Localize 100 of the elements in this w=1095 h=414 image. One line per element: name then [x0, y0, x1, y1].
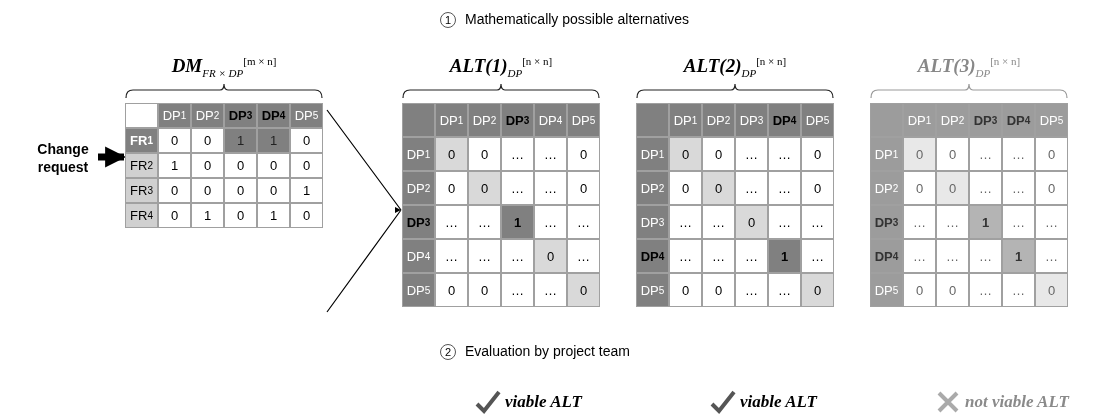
matrix-entry: … [735, 273, 768, 307]
matrix-entry: … [567, 205, 600, 239]
matrix-entry: … [435, 239, 468, 273]
matrix-entry: … [735, 171, 768, 205]
matrix-entry: 0 [290, 128, 323, 153]
matrix-entry: 0 [158, 178, 191, 203]
matrix-entry: 0 [191, 153, 224, 178]
matrix-entry: … [735, 137, 768, 171]
matrix-entry: … [936, 205, 969, 239]
matrix-entry: 0 [191, 128, 224, 153]
matrix-entry: … [567, 239, 600, 273]
matrix-entry: … [1002, 273, 1035, 307]
matrix-entry: … [735, 239, 768, 273]
matrix-entry: 0 [290, 153, 323, 178]
matrix-entry: 1 [257, 128, 290, 153]
matrix-entry: 0 [567, 137, 600, 171]
matrix-entry: 0 [1035, 171, 1068, 205]
matrix-entry: 1 [501, 205, 534, 239]
matrix-entry: … [534, 205, 567, 239]
matrix-entry: … [969, 239, 1002, 273]
chevron-arrow [326, 109, 402, 313]
matrix-entry: 0 [191, 178, 224, 203]
matrix-entry: 1 [768, 239, 801, 273]
matrix-entry: 0 [567, 171, 600, 205]
matrix-entry: 0 [669, 273, 702, 307]
matrix-entry: 0 [702, 137, 735, 171]
matrix-entry: … [534, 137, 567, 171]
matrix-entry: 0 [468, 171, 501, 205]
matrix-entry: 0 [903, 171, 936, 205]
matrix-entry: 1 [1002, 239, 1035, 273]
matrix-entry: 1 [158, 153, 191, 178]
matrix-entry: … [1002, 171, 1035, 205]
matrix-entry: … [702, 239, 735, 273]
matrix-entry: … [501, 137, 534, 171]
matrix-entry: … [534, 171, 567, 205]
matrix-entry: 0 [224, 203, 257, 228]
matrix-entry: 0 [801, 137, 834, 171]
matrix-entry: … [1002, 137, 1035, 171]
matrix-entry: 0 [936, 273, 969, 307]
matrix-entry: 1 [224, 128, 257, 153]
matrix-entry: … [969, 273, 1002, 307]
matrix-entry: 0 [224, 178, 257, 203]
matrix-entry: … [801, 239, 834, 273]
matrix-entry: … [669, 239, 702, 273]
matrix-entry: 0 [735, 205, 768, 239]
matrix-entry: 0 [435, 137, 468, 171]
matrix-entry: 0 [435, 171, 468, 205]
matrix-entry: … [669, 205, 702, 239]
matrix-entry: 0 [435, 273, 468, 307]
matrix-entry: … [435, 205, 468, 239]
matrix-entry: 0 [936, 171, 969, 205]
matrix-entry: … [768, 205, 801, 239]
verdict-text: not viable ALT [965, 392, 1069, 412]
matrix-entry: … [501, 171, 534, 205]
matrix-entry: 0 [158, 128, 191, 153]
verdict-text: viable ALT [505, 392, 582, 412]
matrix-entry: … [768, 171, 801, 205]
matrix-entry: … [801, 205, 834, 239]
matrix-entry: 0 [1035, 273, 1068, 307]
matrix-entry: 0 [224, 153, 257, 178]
matrix-entry: 0 [534, 239, 567, 273]
matrix-entry: … [1035, 205, 1068, 239]
matrix-entry: … [501, 239, 534, 273]
verdict-text: viable ALT [740, 392, 817, 412]
matrix-entry: … [768, 137, 801, 171]
matrix-entry: 0 [903, 273, 936, 307]
section-heading: Evaluation by project team [465, 343, 630, 359]
matrix-entry: 0 [903, 137, 936, 171]
matrix-entry: 0 [669, 171, 702, 205]
matrix-entry: … [501, 273, 534, 307]
matrix-entry: 0 [567, 273, 600, 307]
matrix-entry: … [903, 205, 936, 239]
matrix-entry: … [468, 205, 501, 239]
matrix-entry: 0 [702, 171, 735, 205]
section-heading: Mathematically possible alternatives [465, 11, 690, 27]
matrix-entry: … [768, 273, 801, 307]
matrix-entry: 1 [969, 205, 1002, 239]
matrix-entry: … [702, 205, 735, 239]
matrix-entry: 0 [702, 273, 735, 307]
annotation-text: Change request [30, 140, 96, 176]
matrix-entry: … [903, 239, 936, 273]
matrix-entry: … [936, 239, 969, 273]
matrix-entry: … [1002, 205, 1035, 239]
matrix-entry: 0 [801, 273, 834, 307]
matrix-entry: 0 [1035, 137, 1068, 171]
matrix-entry: 1 [257, 203, 290, 228]
matrix-entry: … [534, 273, 567, 307]
matrix-entry: 0 [158, 203, 191, 228]
matrix-entry: 0 [257, 178, 290, 203]
matrix-entry: 0 [468, 137, 501, 171]
matrix-entry: … [969, 137, 1002, 171]
matrix-entry: … [468, 239, 501, 273]
matrix-entry: 0 [468, 273, 501, 307]
matrix-entry: … [969, 171, 1002, 205]
matrix-entry: 0 [936, 137, 969, 171]
matrix-entry: … [1035, 239, 1068, 273]
matrix-entry: 0 [669, 137, 702, 171]
matrix-entry: 0 [257, 153, 290, 178]
matrix-entry: 1 [191, 203, 224, 228]
matrix-entry: 0 [801, 171, 834, 205]
